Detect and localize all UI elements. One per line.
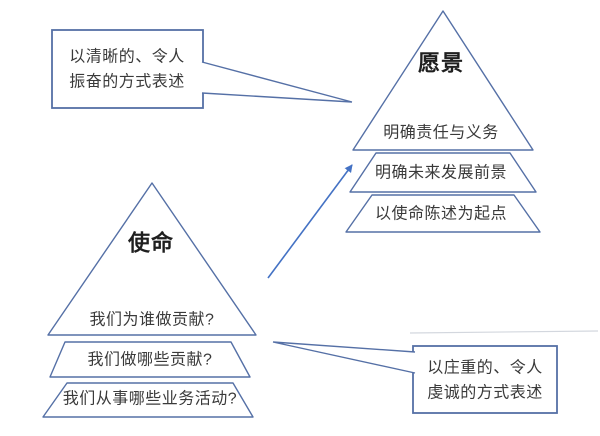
mission-pyramid-top (47, 182, 257, 336)
vision-title: 愿景 (418, 51, 464, 76)
vision-callout-box (51, 29, 204, 109)
mission-pyramid-layer-2 (49, 341, 251, 378)
vision-pyramid-layer-2 (349, 152, 537, 193)
mission-callout-box (412, 345, 558, 414)
mission-callout-tail (272, 341, 416, 374)
vision-layer-3-label: 以使命陈述为起点 (375, 205, 507, 223)
mission-layer-3-label: 我们从事哪些业务活动? (63, 390, 237, 408)
vision-pyramid-layer-3 (345, 194, 541, 233)
mission-callout-line-2: 虔诚的方式表述 (427, 384, 543, 402)
vision-callout-tail (201, 61, 353, 103)
vision-callout-line-1: 以清晰的、令人 (69, 48, 185, 66)
diagram-labels: 愿景 明确责任与义务 明确未来发展前景 以使命陈述为起点 使命 我们为谁做贡献?… (63, 48, 543, 408)
mission-title: 使命 (127, 231, 174, 256)
faint-horizontal-line (409, 330, 599, 334)
mission-callout-line-1: 以庄重的、令人 (427, 359, 543, 377)
vision-callout-line-2: 振奋的方式表述 (69, 73, 185, 91)
mission-layer-2-label: 我们做哪些贡献? (88, 351, 213, 369)
vision-layer-2-label: 明确未来发展前景 (375, 164, 507, 182)
mission-pyramid-layer-3 (42, 382, 254, 418)
mission-to-vision-arrow (267, 164, 353, 279)
vision-callout (51, 29, 353, 109)
mission-layer-1-label: 我们为谁做贡献? (90, 311, 215, 329)
pyramid-shapes (42, 10, 541, 418)
vision-layer-1-label: 明确责任与义务 (383, 124, 499, 142)
mission-callout (272, 341, 558, 414)
vision-pyramid-top (352, 10, 534, 151)
